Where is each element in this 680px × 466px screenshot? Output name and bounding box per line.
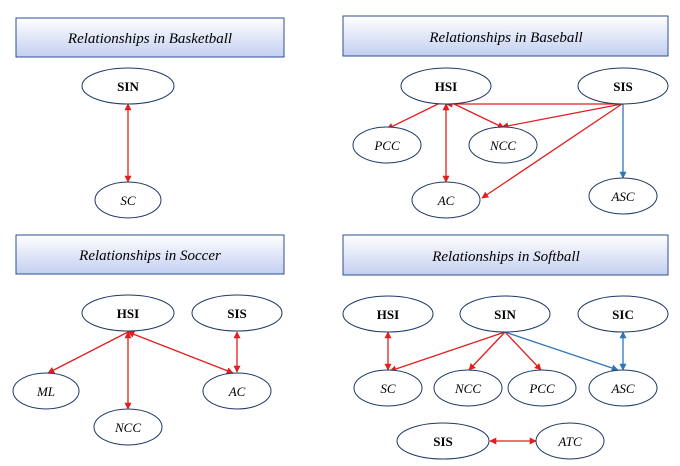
arrow-hsi-ncc: [451, 102, 505, 129]
title-softball: Relationships in Softball: [431, 249, 580, 265]
svg-text:SIS: SIS: [613, 79, 633, 94]
arrow-sin-ncc: [468, 331, 506, 371]
svg-text:NCC: NCC: [454, 381, 481, 396]
node-sis: SIS: [191, 294, 283, 332]
title-box-soccer: [15, 234, 285, 275]
arrow-sis-ncc: [501, 103, 623, 130]
arrow-sin-asc: [504, 331, 619, 372]
svg-text:ASC: ASC: [610, 381, 634, 396]
panel-soccer: Relationships in Soccer HSI SIS ML AC NC…: [12, 234, 285, 446]
svg-text:ATC: ATC: [557, 434, 582, 449]
node-sic: SIC: [577, 295, 669, 333]
node-hsi: HSI: [342, 295, 434, 333]
svg-text:NCC: NCC: [489, 138, 516, 153]
node-asc: ASC: [588, 177, 658, 215]
node-asc: ASC: [588, 369, 658, 407]
svg-text:HSI: HSI: [117, 306, 139, 321]
arrow-sin-sc: [389, 331, 506, 373]
svg-text:SIN: SIN: [117, 79, 139, 94]
node-sin: SIN: [459, 295, 551, 333]
node-atc: ATC: [535, 422, 605, 460]
arrow-sin-pcc: [504, 331, 542, 371]
svg-text:SIN: SIN: [494, 307, 516, 322]
title-box-baseball: [342, 15, 669, 57]
node-sis: SIS: [396, 422, 490, 460]
svg-text:ASC: ASC: [610, 189, 634, 204]
arrow-hsi-ac: [127, 331, 234, 374]
title-box-basketball: [15, 17, 285, 58]
node-sin: SIN: [81, 67, 175, 105]
panel-softball: Relationships in Softball HSI SIN SIC SC…: [342, 234, 669, 460]
svg-text:HSI: HSI: [435, 79, 457, 94]
arrow-sis-ac: [481, 103, 623, 199]
svg-text:SIS: SIS: [227, 306, 247, 321]
node-hsi: HSI: [400, 67, 492, 105]
node-sc: SC: [353, 369, 423, 407]
node-ac: AC: [411, 181, 481, 219]
svg-text:SC: SC: [120, 193, 136, 208]
svg-text:SIC: SIC: [612, 307, 634, 322]
node-hsi: HSI: [81, 294, 175, 332]
svg-text:HSI: HSI: [377, 307, 399, 322]
svg-text:SC: SC: [380, 381, 396, 396]
arrow-hsi-pcc: [386, 102, 441, 130]
svg-text:PCC: PCC: [528, 381, 555, 396]
node-sc: SC: [94, 181, 162, 219]
svg-text:AC: AC: [228, 384, 246, 399]
node-pcc: PCC: [507, 369, 577, 407]
node-ncc: NCC: [93, 408, 163, 446]
arrow-hsi-ml: [47, 331, 129, 374]
title-baseball: Relationships in Baseball: [428, 30, 582, 46]
node-ncc: NCC: [433, 369, 503, 407]
svg-text:ML: ML: [36, 384, 55, 399]
title-basketball: Relationships in Basketball: [67, 31, 232, 47]
node-pcc: PCC: [352, 126, 422, 164]
panel-baseball: Relationships in Baseball HSI SIS PCC NC…: [342, 15, 669, 219]
svg-text:NCC: NCC: [114, 420, 141, 435]
title-box-softball: [342, 234, 669, 276]
node-ml: ML: [12, 372, 80, 410]
node-ac: AC: [202, 372, 272, 410]
svg-text:AC: AC: [437, 193, 455, 208]
node-sis: SIS: [577, 67, 669, 105]
svg-text:SIS: SIS: [433, 434, 453, 449]
node-ncc: NCC: [468, 126, 538, 164]
title-soccer: Relationships in Soccer: [78, 248, 221, 264]
svg-text:PCC: PCC: [373, 138, 400, 153]
panel-basketball: Relationships in Basketball SIN SC: [15, 17, 285, 219]
